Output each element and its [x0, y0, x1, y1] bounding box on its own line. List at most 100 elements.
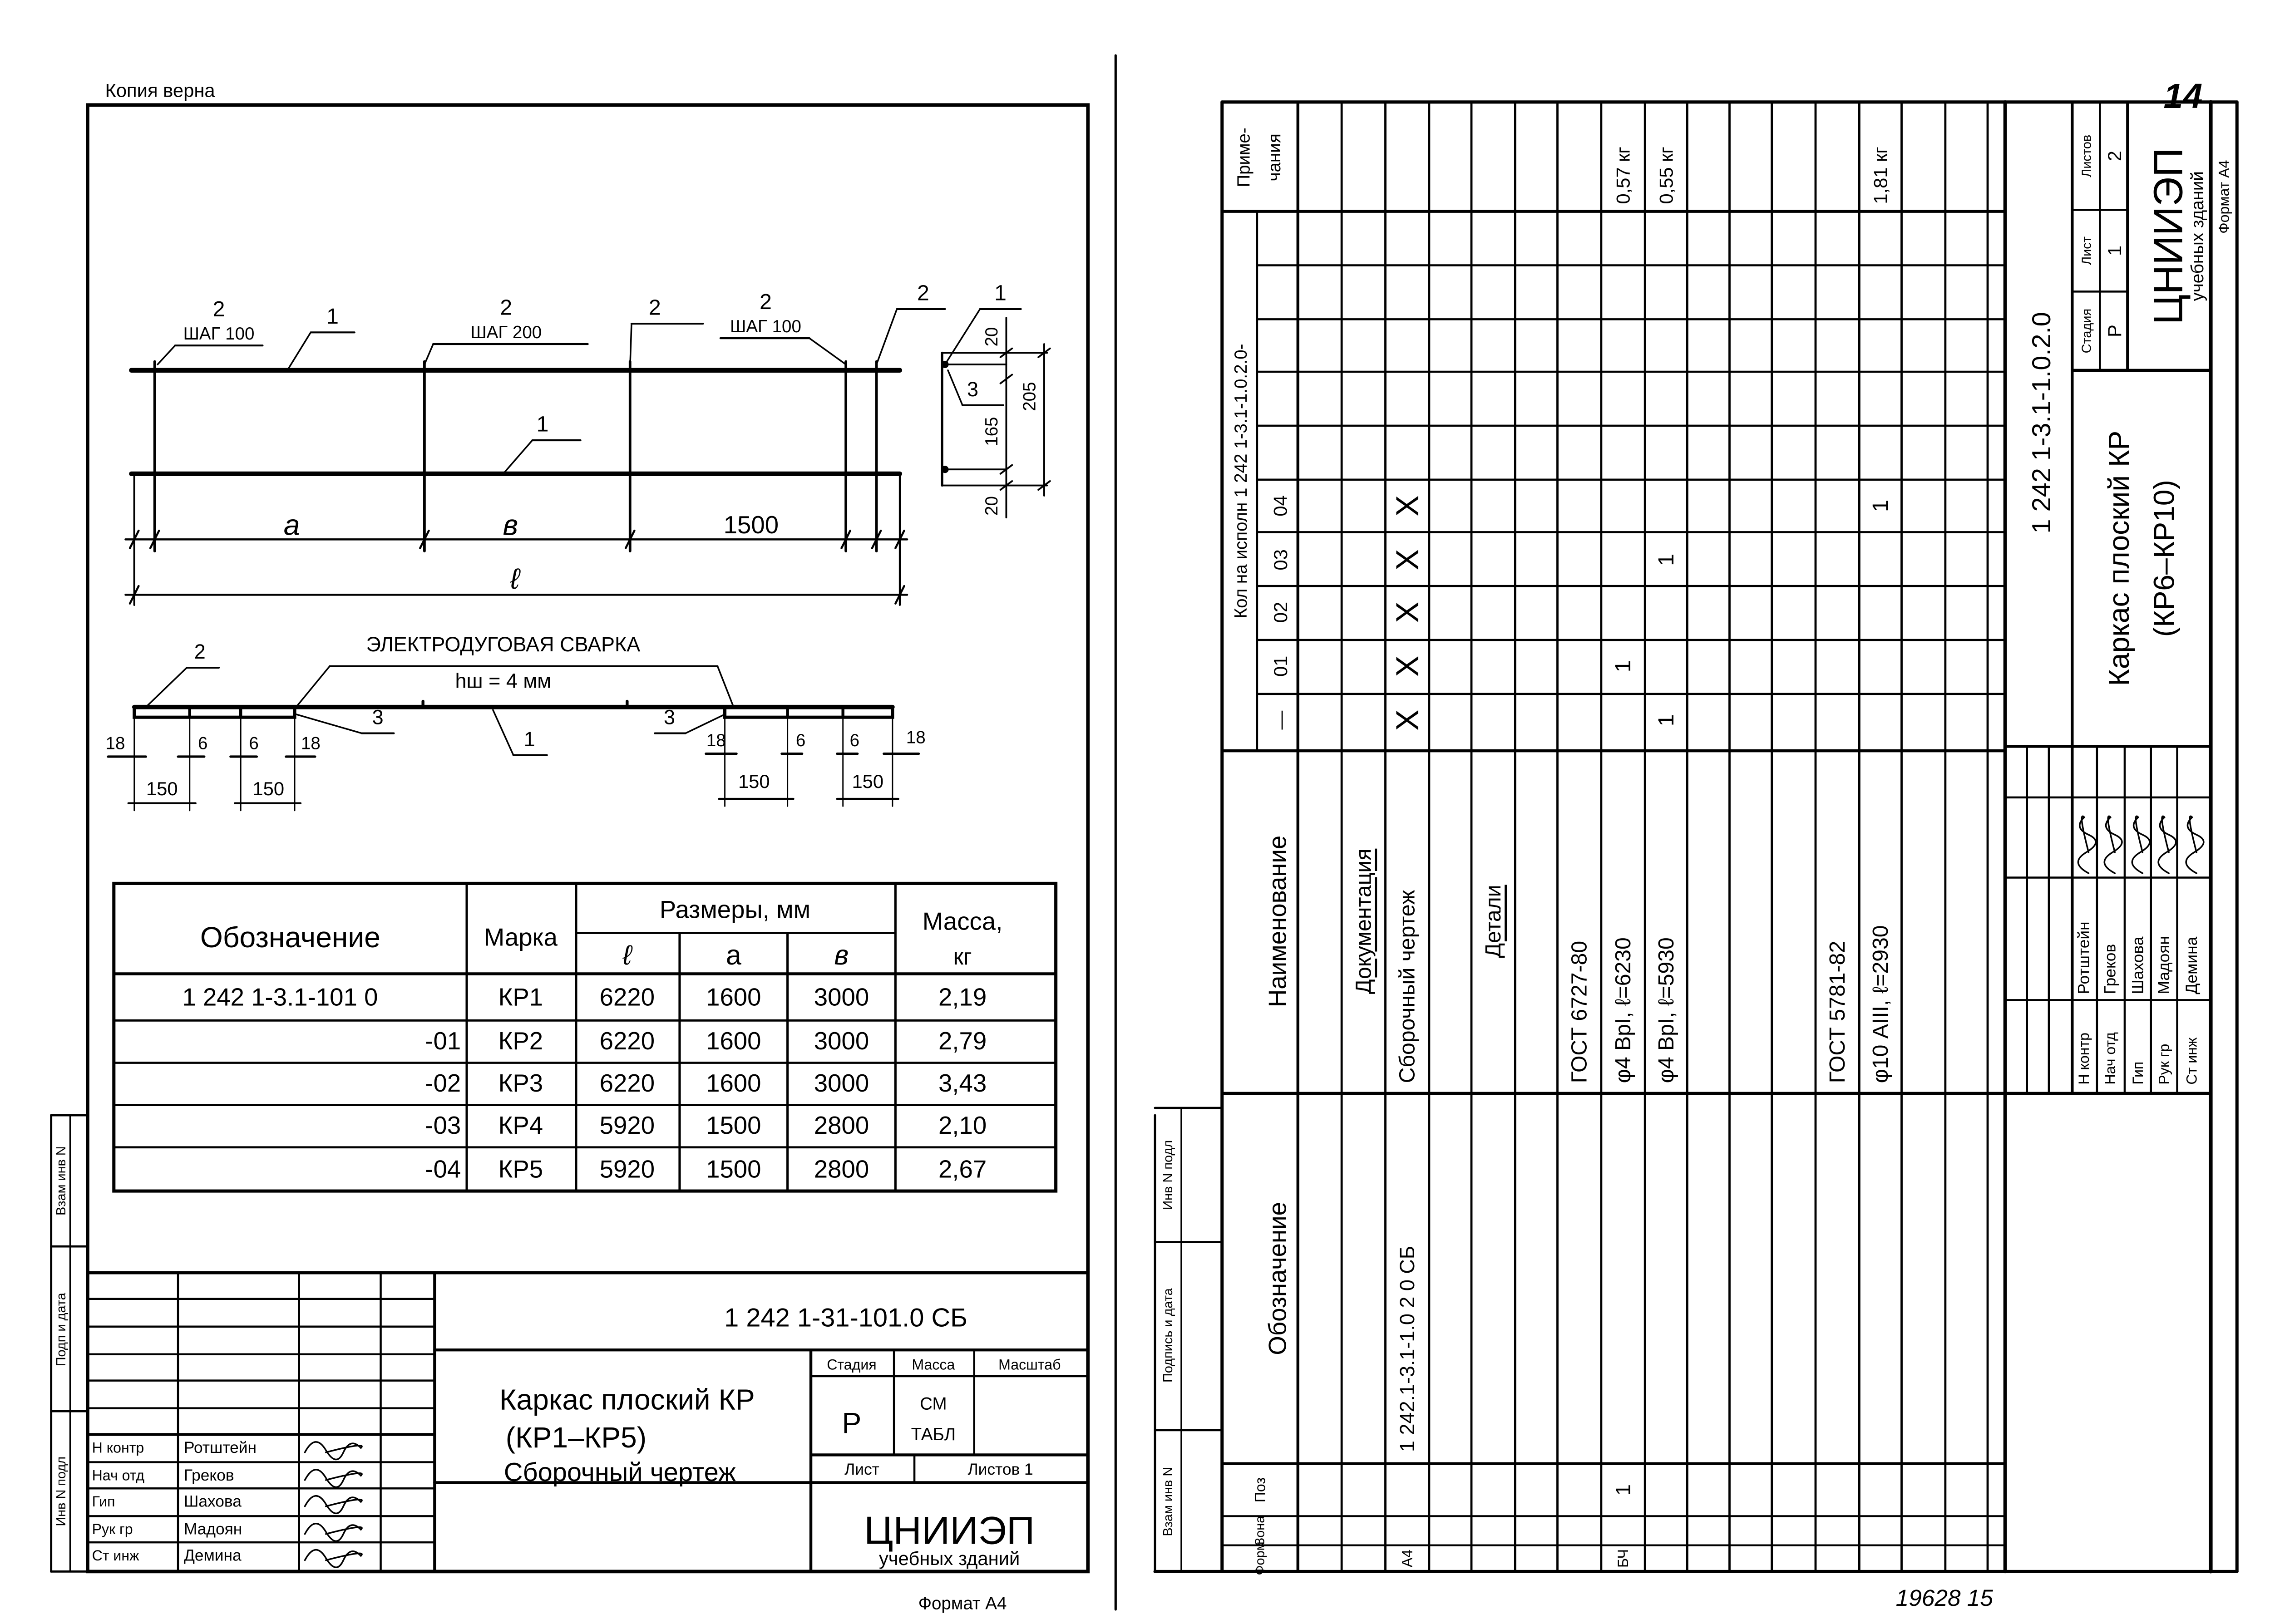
weld-pitch: 150	[738, 771, 770, 792]
qty-col-header: 02	[1270, 602, 1291, 623]
callout-note: ШАГ 100	[730, 317, 801, 336]
table-cell: -04	[425, 1155, 461, 1183]
table-cell: 2,67	[938, 1155, 987, 1183]
spec-note: 0,55 кг	[1655, 147, 1677, 204]
table-cell: 2,10	[938, 1112, 987, 1139]
dimension-tick	[128, 529, 140, 549]
weld-dimension: 18	[906, 728, 926, 748]
callout-number: 2	[917, 281, 929, 305]
table-header: ℓ	[622, 940, 633, 970]
table-header: Масса,	[923, 907, 1003, 935]
table-cell: 1 242 1-3.1-101 0	[182, 983, 378, 1011]
callout-number: 3	[967, 378, 978, 401]
dimension-tick	[419, 529, 430, 549]
callout-number: 3	[372, 706, 384, 729]
callout-number: 1	[524, 728, 535, 751]
person-name: Шахова	[184, 1493, 242, 1511]
mass-value: ТАБЛ	[911, 1425, 956, 1444]
spec-quantity: 1	[1654, 714, 1678, 726]
dimension-l: ℓ	[510, 562, 521, 595]
spec-quantity: X	[1389, 601, 1425, 623]
spec-quantity: X	[1389, 495, 1425, 517]
spec-section-heading: Детали	[1481, 885, 1505, 958]
spec-header: Форм	[1253, 1541, 1267, 1575]
leader-line	[629, 323, 632, 369]
person-name: Ротштейн	[2075, 921, 2092, 994]
dimension-tick	[840, 529, 852, 549]
weld-note: ЭЛЕКТРОДУГОВАЯ СВАРКА	[366, 633, 640, 656]
dimension-tick	[871, 529, 882, 549]
side-strip-label: Подп и дата	[54, 1292, 69, 1366]
stage-value: Р	[842, 1407, 862, 1439]
dimension-a: a	[284, 508, 300, 541]
leader-line	[944, 308, 981, 365]
signature	[304, 1469, 363, 1488]
person-name: Шахова	[2129, 936, 2147, 994]
side-strip-label: Взам инв N	[1161, 1467, 1175, 1536]
spec-name: ГОСТ 5781-82	[1825, 941, 1850, 1083]
sheet-label: Лист	[844, 1461, 879, 1478]
spec-header: Наименование	[1263, 836, 1291, 1007]
sheet-number: 14	[2164, 77, 2203, 116]
table-cell: 1500	[706, 1112, 761, 1139]
drawing-title: Сборочный чертеж	[504, 1458, 736, 1487]
sheets-label: Листов 1	[967, 1461, 1033, 1478]
table-cell: 1600	[706, 983, 761, 1011]
table-cell: -03	[425, 1112, 461, 1139]
mark-table	[112, 881, 1058, 1193]
spec-header: Приме-	[1234, 128, 1253, 187]
leader-line	[809, 337, 847, 365]
callout-number: 2	[500, 295, 512, 320]
dimension-tick	[128, 585, 140, 605]
spec-quantity: 1	[1611, 660, 1635, 672]
table-header: Марка	[484, 924, 558, 951]
role-label: Н контр	[92, 1439, 144, 1456]
leader-line	[295, 714, 363, 734]
sheet-value: 1	[2104, 246, 2125, 256]
spec-format: А4	[1399, 1550, 1416, 1567]
table-cell: 5920	[600, 1155, 655, 1183]
table-cell: КР3	[498, 1069, 543, 1097]
table-cell: 2800	[814, 1112, 869, 1139]
drawing-title: (КР6–КР10)	[2148, 480, 2181, 637]
table-cell: 3000	[814, 1027, 869, 1055]
role-label: Гип	[2130, 1062, 2146, 1085]
spec-designation: 1 242.1-3.1-1.0 2 0 СБ	[1396, 1246, 1419, 1452]
dimension-tick	[999, 480, 1013, 491]
table-cell: 3,43	[938, 1069, 987, 1097]
sheet-frame	[86, 103, 1090, 1574]
signature	[304, 1441, 363, 1461]
table-cell: -01	[425, 1027, 461, 1055]
spec-name: Сборочный чертеж	[1395, 890, 1420, 1083]
stage-label: Стадия	[2079, 309, 2094, 353]
side-strip-label: Подпись и дата	[1161, 1288, 1175, 1383]
drawing-line	[295, 665, 331, 708]
person-name: Ротштейн	[184, 1439, 257, 1457]
drawing-title: Каркас плоский КР	[499, 1383, 755, 1416]
spec-quantity: X	[1389, 655, 1425, 677]
table-header: a	[726, 940, 741, 970]
callout-number: 2	[213, 297, 225, 321]
spec-header: Обозначение	[1263, 1202, 1291, 1355]
weld-pitch: 150	[146, 778, 178, 799]
person-name: Демина	[2183, 936, 2201, 994]
callout-number: 2	[760, 290, 772, 314]
signature	[304, 1523, 363, 1542]
archive-number: 19628 15	[1896, 1585, 1994, 1611]
table-cell: КР5	[498, 1155, 543, 1183]
table-cell: КР2	[498, 1027, 543, 1055]
organization-name: ЦНИИЭП	[2146, 148, 2191, 325]
plan-weld-zone	[723, 705, 894, 719]
spec-quantity: X	[1389, 549, 1425, 571]
table-cell: -02	[425, 1069, 461, 1097]
dimension-tick	[894, 585, 905, 605]
section-dimension: 20	[982, 496, 1002, 516]
side-strip-label: Взам инв N	[54, 1146, 69, 1216]
spec-name: ГОСТ 6727-80	[1567, 941, 1592, 1083]
leader-line	[157, 344, 176, 365]
spec-note: 0,57 кг	[1613, 147, 1634, 204]
mass-value: СМ	[920, 1394, 947, 1414]
dimension-tick	[1037, 347, 1051, 358]
table-header: Размеры, мм	[660, 896, 810, 924]
leader-line	[502, 439, 533, 475]
